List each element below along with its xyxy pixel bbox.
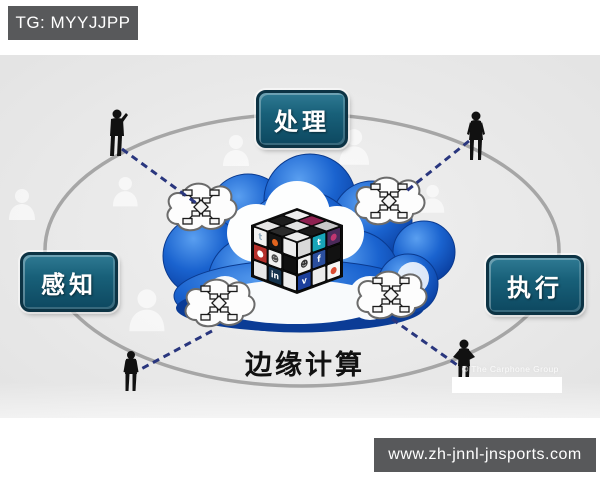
svg-text:●: ● [330,231,337,244]
node-execution-label: 执行 [507,274,563,302]
svg-text:●: ● [272,236,279,249]
person-topright [467,111,485,160]
tg-watermark-text: TG: MYYJJPP [15,13,131,32]
svg-text:☻: ☻ [300,258,308,271]
app-cube: t ● ● ☻ in t ● ☻ fv ● [251,208,343,294]
svg-text:●: ● [330,264,337,277]
cube-left-face: t ● ● ☻ in [253,227,297,291]
svg-text:f: f [317,254,321,266]
url-watermark-text: www.zh-jnnl-jnsports.com [388,446,582,463]
person-bottomright [453,339,475,388]
svg-text:t: t [317,237,321,249]
node-execution: 执行 [486,255,584,315]
svg-text:☻: ☻ [271,253,279,266]
watermark-cover-strip [452,377,562,393]
diagram-title: 边缘计算 [245,350,365,380]
node-process: 处理 [256,90,348,148]
node-perception: 感知 [20,252,118,312]
tg-watermark-badge: TG: MYYJJPP [8,6,138,40]
dashed-links [121,139,470,371]
url-watermark-badge: www.zh-jnnl-jnsports.com [374,438,596,472]
cube-top-face [254,210,340,242]
svg-text:t: t [258,232,262,244]
person-bottomleft [123,351,139,391]
svg-text:in: in [271,270,279,283]
node-process-label: 处理 [274,108,330,136]
cube-right-face: t ● ☻ fv ● [297,227,341,291]
svg-text:●: ● [257,248,264,261]
person-topleft [110,109,128,156]
svg-text:v: v [302,275,307,287]
stock-watermark: © The Carphone Group [462,364,559,374]
node-perception-label: 感知 [41,271,97,299]
